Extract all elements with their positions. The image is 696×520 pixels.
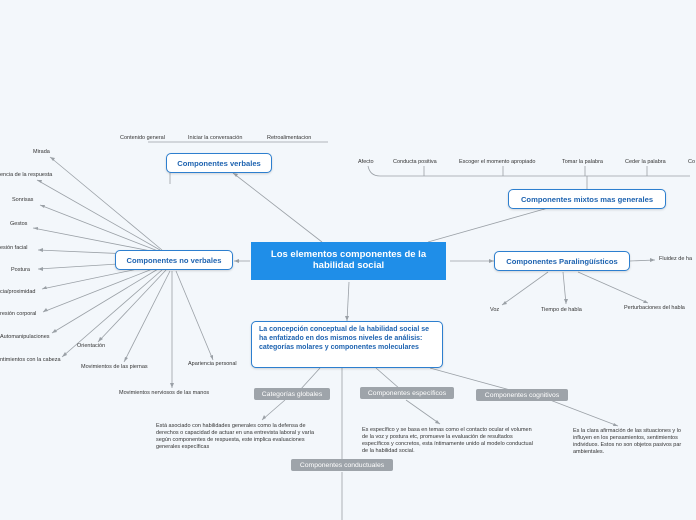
paralinguisticos-item-voz[interactable]: Voz (490, 307, 500, 313)
mixtos-item-tomar-palabra[interactable]: Tomar la palabra (562, 159, 603, 165)
node-label: Componentes conductuales (299, 461, 385, 469)
no-verbales-item-expresion-corporal[interactable]: resión corporal (0, 311, 37, 317)
node-componentes-conductuales[interactable]: Componentes conductuales (291, 459, 393, 471)
node-concepcion-conceptual[interactable]: La concepción conceptual de la habilidad… (251, 321, 443, 368)
node-label: Componentes cognitivos (484, 391, 560, 399)
node-label: Componentes específicos (367, 389, 447, 397)
no-verbales-item-mirada[interactable]: Mirada (33, 149, 50, 155)
no-verbales-item-sonrisas[interactable]: Sonrisas (12, 197, 34, 203)
node-componentes-especificos[interactable]: Componentes específicos (360, 387, 454, 399)
componentes-cognitivos-description: Es la clara afirmación de las situacione… (573, 428, 682, 456)
verbales-item-contenido[interactable]: Contenido general (120, 135, 165, 141)
verbales-item-iniciar[interactable]: Iniciar la conversación (188, 135, 243, 141)
central-topic-label: Los elementos componentes de la habilida… (270, 249, 427, 271)
node-label: Categorías globales (261, 390, 323, 398)
node-label: Componentes Paralingüísticos (506, 256, 618, 266)
node-componentes-paralinguisticos[interactable]: Componentes Paralingüísticos (494, 251, 630, 271)
mixtos-item-ceder-palabra[interactable]: Ceder la palabra (625, 159, 666, 165)
paralinguisticos-item-fluidez[interactable]: Fluidez de ha (659, 256, 693, 262)
node-label: Componentes mixtos mas generales (520, 194, 654, 204)
node-categorias-globales[interactable]: Categorías globales (254, 388, 330, 400)
no-verbales-item-distancia[interactable]: cia/proximidad (0, 289, 36, 295)
mixtos-item-afecto[interactable]: Afecto (358, 159, 374, 165)
no-verbales-item-postura[interactable]: Postura (11, 267, 30, 273)
node-componentes-no-verbales[interactable]: Componentes no verbales (115, 250, 233, 270)
verbales-item-retroalimentacion[interactable]: Retroalimentacion (267, 135, 312, 141)
no-verbales-item-manos[interactable]: Movimientos nerviosos de las manos (119, 390, 210, 396)
central-topic-node[interactable]: Los elementos componentes de la habilida… (251, 242, 446, 280)
componentes-especificos-description: Es específico y se basa en temas como el… (362, 427, 533, 455)
paralinguisticos-item-perturbaciones[interactable]: Perturbaciones del habla (624, 305, 685, 311)
no-verbales-item-piernas[interactable]: Movimientos de las piernas (81, 364, 148, 370)
no-verbales-item-expresion-facial[interactable]: esión facial (0, 245, 28, 251)
no-verbales-item-gestos[interactable]: Gestos (10, 221, 28, 227)
node-label: La concepción conceptual de la habilidad… (259, 326, 429, 351)
node-label: Componentes verbales (177, 158, 261, 168)
no-verbales-item-automanipulaciones[interactable]: Automanipulaciones (0, 334, 50, 340)
node-componentes-cognitivos[interactable]: Componentes cognitivos (476, 389, 568, 401)
paralinguisticos-item-tiempo[interactable]: Tiempo de habla (541, 307, 582, 313)
mixtos-item-conducta-positiva[interactable]: Conducta positiva (393, 159, 437, 165)
node-componentes-verbales[interactable]: Componentes verbales (166, 153, 272, 173)
node-componentes-mixtos[interactable]: Componentes mixtos mas generales (508, 189, 666, 209)
no-verbales-item-apariencia[interactable]: Apariencia personal (188, 361, 237, 367)
mixtos-item-escoger-momento[interactable]: Escoger el momento apropiado (459, 159, 536, 165)
no-verbales-item-asentimientos[interactable]: ntimientos con la cabeza (0, 357, 61, 363)
mixtos-item-co[interactable]: Co (688, 159, 696, 165)
no-verbales-item-latencia[interactable]: encia de la respuesta (0, 172, 53, 178)
node-label: Componentes no verbales (126, 255, 222, 265)
no-verbales-item-orientacion[interactable]: Orientación (77, 343, 106, 349)
categorias-globales-description: Está asociado con habilidades generales … (156, 423, 315, 451)
